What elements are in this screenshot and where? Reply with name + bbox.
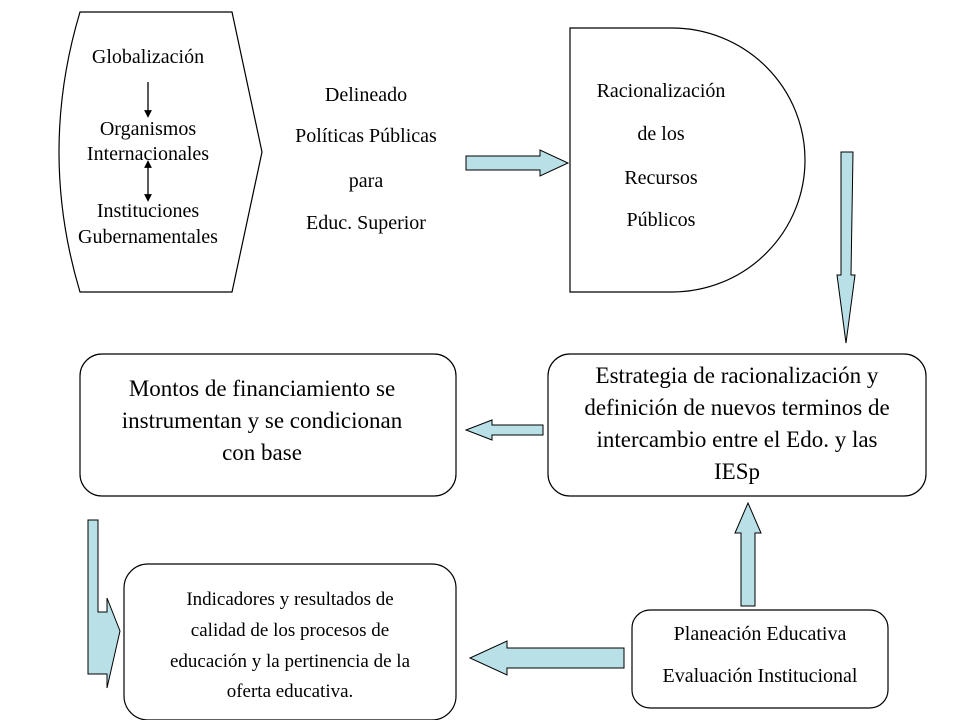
block-arrow-right-top [465,149,570,177]
strategy-line3: intercambio entre el Edo. y las [596,427,877,452]
policy-text-line2: Políticas Públicas [295,125,437,147]
strategy-line2: definición de nuevos terminos de [584,395,889,420]
planning-line2: Evaluación Institucional [663,665,858,687]
funding-line2: instrumentan y se condicionan [122,408,403,433]
block-arrow-left-middle [464,419,544,441]
globalizacion-label: Globalización [92,46,204,68]
rationalization-shape [569,27,806,293]
strategy-line4: IESp [714,459,760,484]
indicators-box [123,563,457,720]
policy-text-line4: Educ. Superior [306,212,426,234]
strategy-box [547,353,927,497]
rationalization-line4: Públicos [627,209,696,231]
funding-line1: Montos de financiamiento se [129,376,395,401]
planning-line1: Planeación Educativa [674,623,847,645]
left-input-shape [58,11,263,293]
indicators-line3: educación y la pertinencia de la [170,651,411,672]
organismos-label-line2: Internacionales [87,143,209,165]
indicators-line4: oferta educativa. [227,681,354,702]
block-arrow-bent-down-right [87,519,121,689]
block-arrow-left-bottom [468,640,625,676]
planning-box [631,609,889,709]
block-arrow-up [734,501,762,607]
instituciones-label-line1: Instituciones [97,200,199,222]
strategy-line1: Estrategia de racionalización y [596,363,879,388]
rationalization-line3: Recursos [624,167,698,189]
rationalization-line1: Racionalización [597,80,726,102]
policy-text-line1: Delineado [325,84,407,106]
rationalization-line2: de los [637,123,684,145]
block-arrow-down-right [836,151,856,344]
indicators-line2: calidad de los procesos de [191,620,389,641]
policy-text-line3: para [349,170,384,192]
funding-box [79,353,457,497]
organismos-label-line1: Organismos [100,118,197,140]
indicators-line1: Indicadores y resultados de [186,589,393,610]
funding-line3: con base [222,440,302,465]
instituciones-label-line2: Gubernamentales [78,226,218,248]
